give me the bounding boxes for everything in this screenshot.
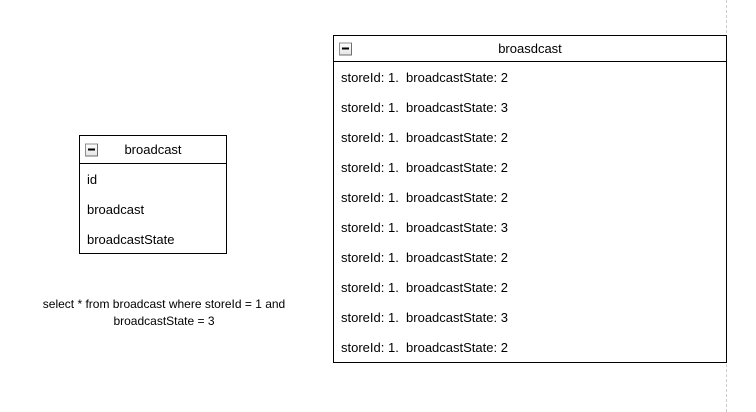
record-row[interactable]: storeId: 1. broadcastState: 2 [334, 122, 726, 152]
record-row[interactable]: storeId: 1. broadcastState: 3 [334, 212, 726, 242]
record-label: storeId: 1. broadcastState: 3 [341, 309, 508, 325]
record-row[interactable]: storeId: 1. broadcastState: 3 [334, 302, 726, 332]
collapse-minus-icon[interactable] [85, 143, 98, 156]
field-row[interactable]: broadcast [80, 194, 226, 224]
record-row[interactable]: storeId: 1. broadcastState: 3 [334, 92, 726, 122]
entity-broadcast-header[interactable]: broadcast [80, 136, 226, 164]
record-row[interactable]: storeId: 1. broadcastState: 2 [334, 272, 726, 302]
record-row[interactable]: storeId: 1. broadcastState: 2 [334, 332, 726, 362]
entity-box-broasdcast[interactable]: broasdcast storeId: 1. broadcastState: 2… [333, 35, 727, 363]
field-label: broadcast [87, 201, 145, 217]
field-label: id [87, 171, 98, 187]
entity-broadcast-title: broadcast [124, 142, 182, 157]
field-label: broadcastState [87, 231, 175, 247]
record-row[interactable]: storeId: 1. broadcastState: 2 [334, 182, 726, 212]
entity-broasdcast-rows: storeId: 1. broadcastState: 2 storeId: 1.… [334, 62, 726, 362]
record-label: storeId: 1. broadcastState: 2 [341, 159, 508, 175]
minus-glyph [88, 148, 95, 151]
field-row[interactable]: broadcastState [80, 224, 226, 254]
collapse-minus-icon[interactable] [339, 42, 352, 55]
entity-broasdcast-header[interactable]: broasdcast [334, 36, 726, 62]
entity-broadcast-fields: id broadcast broadcastState [80, 164, 226, 254]
query-text-label[interactable]: select * from broadcast where storeId = … [20, 296, 308, 330]
record-row[interactable]: storeId: 1. broadcastState: 2 [334, 62, 726, 92]
record-row[interactable]: storeId: 1. broadcastState: 2 [334, 152, 726, 182]
record-label: storeId: 1. broadcastState: 3 [341, 99, 508, 115]
query-line-2: broadcastState = 3 [113, 314, 215, 328]
minus-glyph [342, 47, 349, 50]
record-label: storeId: 1. broadcastState: 2 [341, 69, 508, 85]
record-label: storeId: 1. broadcastState: 2 [341, 129, 508, 145]
query-line-1: select * from broadcast where storeId = … [42, 297, 286, 311]
record-label: storeId: 1. broadcastState: 2 [341, 279, 508, 295]
field-row[interactable]: id [80, 164, 226, 194]
record-label: storeId: 1. broadcastState: 2 [341, 189, 508, 205]
record-label: storeId: 1. broadcastState: 2 [341, 249, 508, 265]
entity-broasdcast-title: broasdcast [498, 41, 562, 56]
record-label: storeId: 1. broadcastState: 3 [341, 219, 508, 235]
entity-box-broadcast[interactable]: broadcast id broadcast broadcastState [79, 135, 227, 254]
record-row[interactable]: storeId: 1. broadcastState: 2 [334, 242, 726, 272]
record-label: storeId: 1. broadcastState: 2 [341, 339, 508, 355]
